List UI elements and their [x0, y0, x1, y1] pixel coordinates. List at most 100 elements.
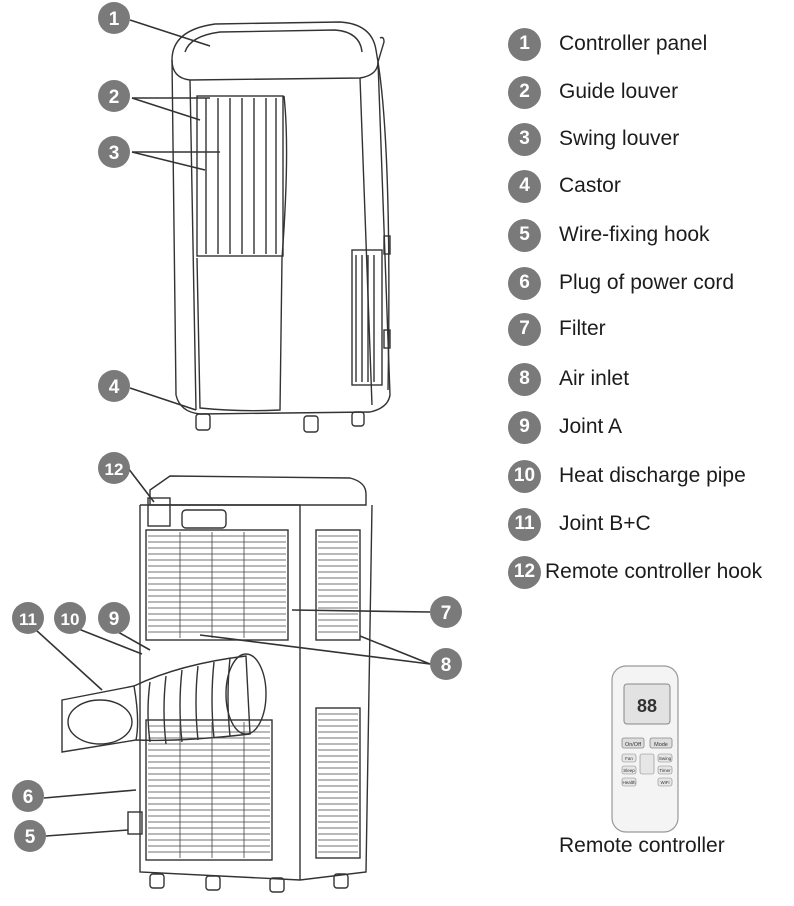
callout-3: 3 — [98, 136, 130, 168]
legend-badge: 3 — [508, 122, 541, 156]
legend-label: Castor — [559, 174, 621, 197]
legend-badge: 2 — [508, 75, 541, 109]
legend-item-9: 9 Joint A — [508, 409, 622, 445]
legend-item-8: 8 Air inlet — [508, 361, 629, 397]
legend-badge: 12 — [508, 555, 541, 589]
window-adapter — [61, 685, 139, 753]
svg-text:11: 11 — [19, 610, 37, 629]
callout-5: 5 — [14, 820, 46, 852]
legend-label: Swing louver — [559, 127, 680, 150]
grille-lines — [148, 532, 358, 858]
remote-screen-digits: 88 — [637, 696, 657, 716]
svg-text:8: 8 — [441, 655, 452, 676]
remote-controller: 88 On/Off Mode Fan Swing Sleep Timer Hea… — [611, 665, 679, 833]
back-view-unit — [61, 475, 373, 893]
back-body — [139, 504, 373, 881]
svg-text:5: 5 — [25, 827, 36, 848]
svg-text:Mode: Mode — [654, 742, 668, 748]
callout-7: 7 — [430, 596, 462, 628]
legend-item-4: 4 Castor — [508, 168, 621, 204]
svg-text:Health: Health — [622, 780, 636, 785]
svg-text:Sleep: Sleep — [623, 768, 635, 773]
remote-controller-caption: Remote controller — [559, 834, 725, 857]
svg-text:6: 6 — [23, 787, 34, 808]
remote-screen — [623, 683, 671, 725]
legend-badge: 11 — [508, 507, 541, 541]
legend-item-1: 1 Controller panel — [508, 26, 707, 62]
legend-label: Air inlet — [559, 367, 630, 390]
legend-badge: 7 — [508, 312, 541, 346]
adapter-opening — [67, 699, 133, 745]
legend-item-6: 6 Plug of power cord — [508, 265, 734, 301]
svg-text:Swing: Swing — [659, 756, 672, 761]
legend-badge: 9 — [508, 410, 541, 444]
remote-hook-slot — [147, 497, 171, 527]
louver-opening — [196, 95, 284, 257]
callout-1: 1 — [98, 2, 130, 34]
castor — [351, 411, 365, 427]
lower-grille — [145, 719, 273, 861]
legend-label: Joint B+C — [559, 512, 651, 535]
callout-9: 9 — [98, 602, 130, 634]
legend-badge: 5 — [508, 218, 541, 252]
callout-4: 4 — [98, 370, 130, 402]
svg-text:WiFi: WiFi — [661, 780, 670, 785]
callout-6: 6 — [12, 780, 44, 812]
svg-text:2: 2 — [109, 87, 120, 108]
remote-btn-onoff — [621, 737, 645, 749]
svg-text:9: 9 — [109, 609, 120, 630]
legend-label: Plug of power cord — [559, 271, 735, 294]
front-view-unit — [171, 21, 391, 433]
legend-badge: 1 — [508, 27, 541, 61]
legend-label: Filter — [559, 317, 606, 340]
legend-label: Heat discharge pipe — [559, 464, 746, 487]
wire-hook — [127, 811, 143, 835]
svg-text:4: 4 — [109, 377, 120, 398]
svg-text:Fan: Fan — [625, 756, 633, 761]
callout-12: 12 — [98, 452, 130, 484]
front-body — [171, 59, 391, 415]
legend-label: Guide louver — [559, 80, 679, 103]
svg-text:10: 10 — [61, 610, 80, 629]
legend-badge: 6 — [508, 266, 541, 300]
callout-8: 8 — [430, 648, 462, 680]
svg-text:On/Off: On/Off — [625, 742, 642, 748]
remote-btn-mode — [649, 737, 673, 749]
svg-text:Timer: Timer — [659, 768, 671, 773]
castor — [195, 413, 211, 431]
leader-lines — [35, 19, 431, 837]
legend-item-7: 7 Filter — [508, 311, 606, 347]
legend-badge: 4 — [508, 169, 541, 203]
legend-badge: 8 — [508, 362, 541, 396]
legend-label: Remote controller hook — [545, 560, 763, 583]
legend-badge: 10 — [508, 459, 541, 493]
legend-label: Controller panel — [559, 32, 708, 55]
heat-discharge-pipe — [133, 655, 251, 742]
svg-text:12: 12 — [105, 460, 124, 479]
side-inlet-upper — [315, 529, 361, 641]
callout-2: 2 — [98, 80, 130, 112]
legend-item-11: 11 Joint B+C — [508, 506, 651, 542]
legend-item-3: 3 Swing louver — [508, 121, 679, 157]
back-top-cap — [149, 475, 367, 506]
svg-text:1: 1 — [109, 9, 120, 30]
upper-filter — [145, 529, 289, 641]
handle — [181, 509, 227, 529]
legend-item-5: 5 Wire-fixing hook — [508, 217, 710, 253]
callout-11: 11 — [12, 602, 44, 634]
remote-plus-minus — [639, 753, 655, 775]
legend-label: Joint A — [559, 415, 623, 438]
svg-text:7: 7 — [441, 603, 452, 624]
callout-10: 10 — [54, 602, 86, 634]
legend-item-10: 10 Heat discharge pipe — [508, 458, 746, 494]
castor — [303, 415, 319, 433]
front-top-cap — [171, 21, 379, 81]
control-panel-outline — [184, 29, 363, 53]
legend-item-2: 2 Guide louver — [508, 74, 678, 110]
svg-text:3: 3 — [109, 143, 120, 164]
side-inlet-lower — [315, 707, 361, 859]
legend-label: Wire-fixing hook — [559, 223, 710, 246]
side-vent — [351, 249, 383, 386]
